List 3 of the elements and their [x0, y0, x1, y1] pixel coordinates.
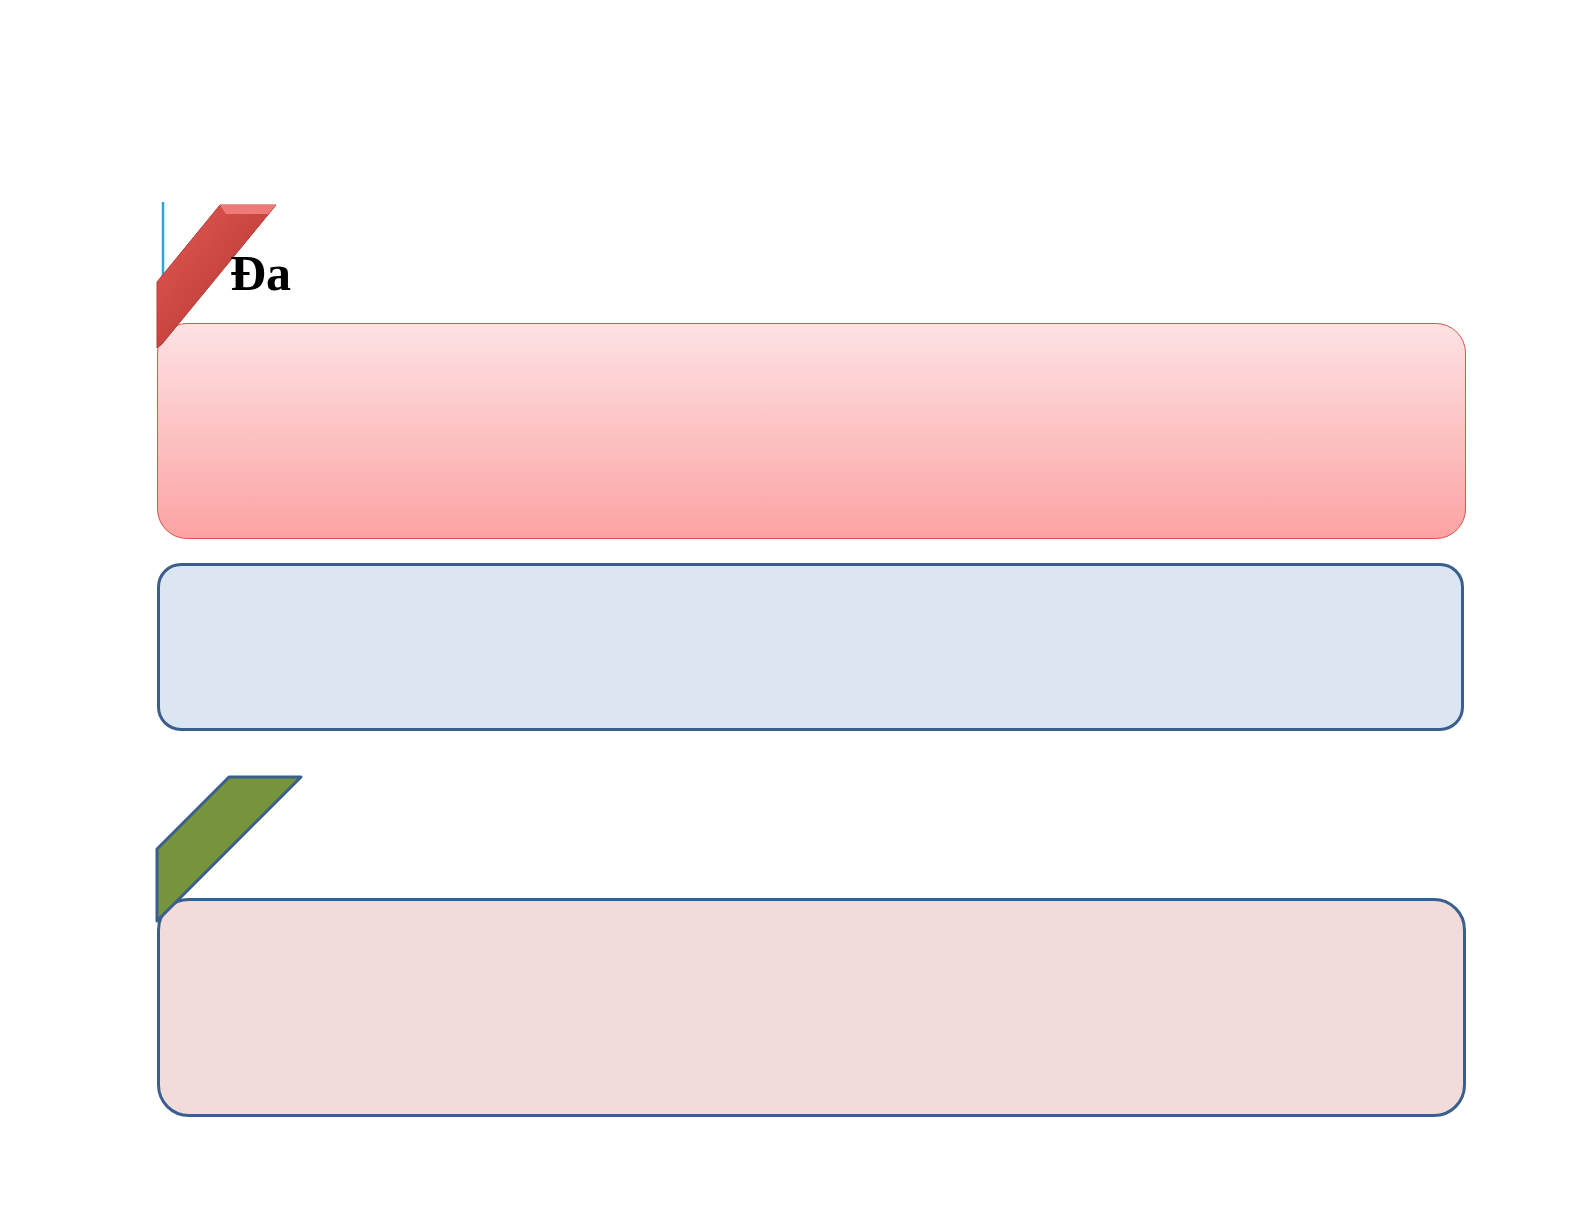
rounded-box	[157, 563, 1464, 731]
heading-text: Đa	[230, 248, 292, 298]
rounded-box	[157, 898, 1466, 1117]
